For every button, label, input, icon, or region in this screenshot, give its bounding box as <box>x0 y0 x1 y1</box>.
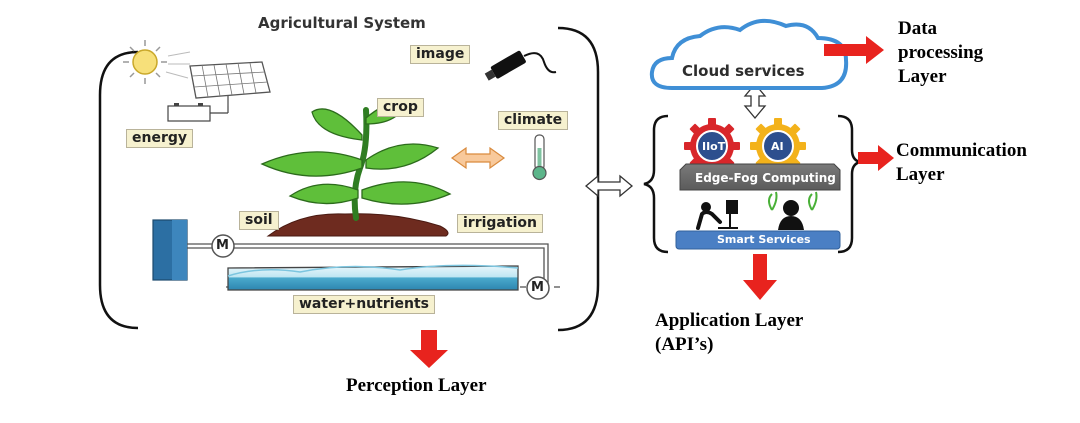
cloud-services-label: Cloud services <box>682 62 805 80</box>
crop-climate-arrow <box>450 146 506 170</box>
ai-label: AI <box>771 140 784 153</box>
motor-icon-right <box>526 276 550 300</box>
application-red-arrow <box>743 254 777 300</box>
soil-icon <box>266 213 449 237</box>
farmer-with-plants-icon <box>768 191 818 230</box>
data-processing-layer-line3: Layer <box>898 66 947 87</box>
agricultural-system-title: Agricultural System <box>258 14 426 32</box>
engineer-at-computer-icon <box>696 200 738 230</box>
water-tank-icon <box>152 219 188 281</box>
image-label: image <box>410 45 471 64</box>
communication-brace-right <box>837 114 861 254</box>
iiot-label: IIoT <box>702 140 726 153</box>
crop-plant-icon <box>260 103 452 221</box>
data-processing-layer-line2: processing <box>898 42 984 63</box>
data-processing-layer-line1: Data <box>898 18 938 39</box>
energy-label: energy <box>126 129 194 148</box>
communication-red-arrow <box>858 145 894 171</box>
water-nutrients-label: water+nutrients <box>293 295 436 314</box>
communication-layer-line2: Layer <box>896 164 945 185</box>
perception-red-arrow <box>410 330 448 368</box>
smart-services-bar <box>675 230 841 250</box>
perception-bracket-right <box>557 26 600 332</box>
irrigation-label: irrigation <box>457 214 543 233</box>
ai-gear-icon <box>750 118 806 174</box>
iiot-gear-icon <box>684 118 740 174</box>
solar-panel-icon <box>167 61 271 122</box>
motor-label-right: M <box>531 280 544 295</box>
soil-label: soil <box>239 211 279 230</box>
perception-layer-label: Perception Layer <box>346 375 487 396</box>
application-layer-line1: Application Layer <box>655 310 804 331</box>
data-processing-red-arrow <box>824 36 884 64</box>
thermometer-icon <box>532 134 547 181</box>
communication-layer-line1: Communication <box>896 140 1027 161</box>
crop-label: crop <box>377 98 424 117</box>
water-trough-icon <box>227 264 519 291</box>
perception-communication-arrow <box>584 174 634 198</box>
perception-bracket-left <box>98 50 139 330</box>
communication-brace-left <box>643 114 669 254</box>
smart-services-label: Smart Services <box>717 233 811 246</box>
edge-fog-label: Edge-Fog Computing <box>695 171 836 185</box>
edge-fog-bar <box>679 163 841 191</box>
motor-label-left: M <box>216 238 229 253</box>
cloud-communication-arrow <box>743 82 767 120</box>
climate-label: climate <box>498 111 569 130</box>
camera-sensor-icon <box>484 50 557 81</box>
motor-icon-left <box>211 234 235 258</box>
application-layer-line2: (API’s) <box>655 334 714 355</box>
sun-icon <box>123 40 191 84</box>
